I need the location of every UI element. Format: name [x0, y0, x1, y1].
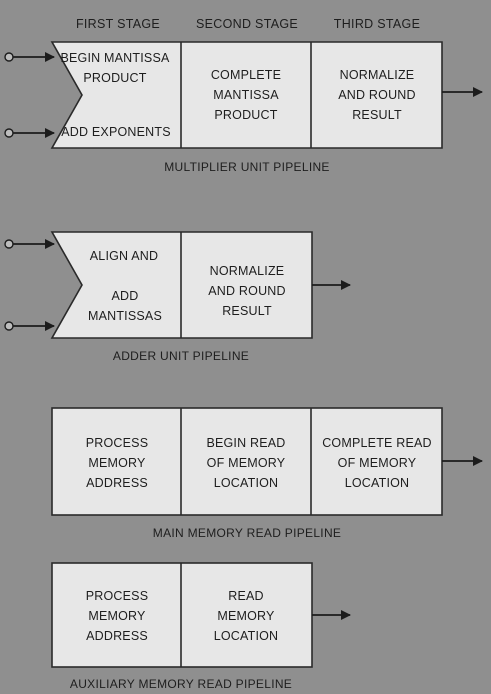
multiplier-input-1-node: [4, 52, 14, 62]
multiplier-input-2-node: [4, 128, 14, 138]
multiplier-box: [50, 41, 443, 149]
adder-caption: ADDER UNIT PIPELINE: [113, 349, 249, 363]
main-memory-caption: MAIN MEMORY READ PIPELINE: [153, 526, 341, 540]
adder-input-2-node: [4, 321, 14, 331]
stage-header-first: FIRST STAGE: [76, 17, 160, 31]
multiplier-cell-add-exponents: ADD EXPONENTS: [61, 125, 171, 139]
main-memory-box: [51, 407, 443, 516]
adder-box: [50, 231, 313, 339]
stage-header-third: THIRD STAGE: [334, 17, 420, 31]
stage-header-second: SECOND STAGE: [196, 17, 298, 31]
aux-memory-caption: AUXILIARY MEMORY READ PIPELINE: [70, 677, 292, 691]
adder-input-1-node: [4, 239, 14, 249]
multiplier-caption: MULTIPLIER UNIT PIPELINE: [164, 160, 329, 174]
adder-cell-align: ALIGN AND: [90, 249, 159, 263]
